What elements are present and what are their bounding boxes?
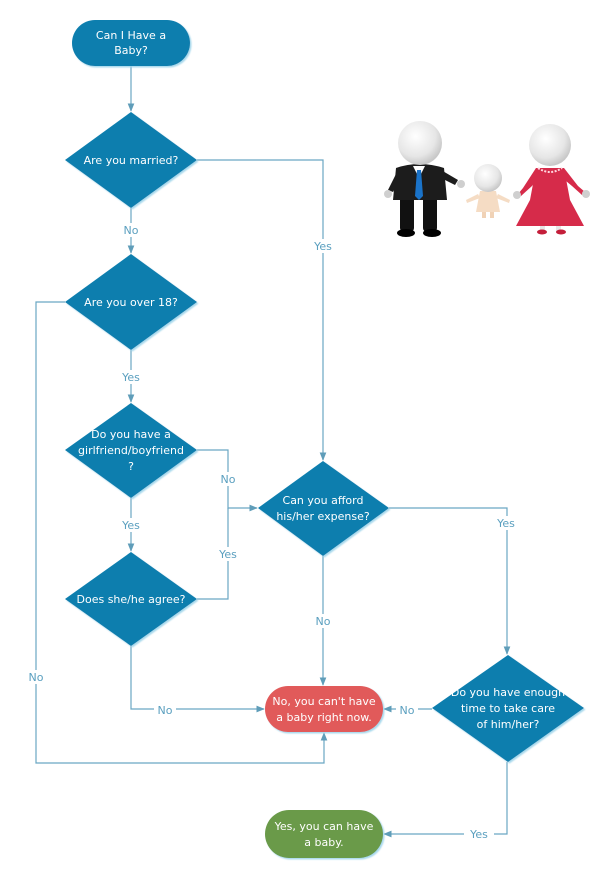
family-illustration — [384, 121, 590, 237]
svg-text:Are you over 18?: Are you over 18? — [84, 296, 178, 309]
decision-over18[interactable]: Are you over 18? — [65, 254, 197, 350]
mother-figure-icon — [513, 124, 590, 235]
edge-over18-noend — [35, 301, 328, 764]
edge-label-afford-yes: Yes — [491, 516, 521, 530]
edge-label-agree-yes: Yes — [213, 547, 243, 561]
father-figure-icon — [384, 121, 465, 237]
edge-label-time-yes: Yes — [464, 827, 494, 841]
svg-text:Yes: Yes — [469, 828, 488, 841]
svg-text:No: No — [29, 671, 44, 684]
svg-text:Are you married?: Are you married? — [84, 154, 179, 167]
svg-text:Yes: Yes — [496, 517, 515, 530]
svg-text:No: No — [124, 224, 139, 237]
decision-married[interactable]: Are you married? — [65, 112, 197, 208]
edge-agree-afford — [197, 508, 229, 600]
edge-label-partner-yes: Yes — [116, 518, 146, 532]
edge-label-partner-no: No — [217, 472, 239, 486]
edges-layer — [35, 66, 511, 838]
edge-label-over18-yes: Yes — [116, 370, 146, 384]
edge-time-yesend — [383, 762, 508, 838]
svg-text:No: No — [316, 615, 331, 628]
svg-text:Yes: Yes — [121, 519, 140, 532]
svg-text:No: No — [400, 704, 415, 717]
edge-label-afford-no: No — [312, 614, 334, 628]
svg-text:Does she/he agree?: Does she/he agree? — [77, 593, 186, 606]
edge-label-agree-no: No — [154, 703, 176, 717]
edge-label-over18-no: No — [25, 670, 47, 684]
svg-text:No: No — [158, 704, 173, 717]
child-figure-icon — [466, 164, 510, 218]
svg-text:Yes: Yes — [218, 548, 237, 561]
svg-text:No: No — [221, 473, 236, 486]
edge-label-time-no: No — [396, 703, 418, 717]
edge-afford-time — [389, 507, 511, 655]
edge-married-afford — [197, 159, 327, 461]
edge-label-married-yes: Yes — [309, 239, 337, 253]
svg-text:Yes: Yes — [313, 240, 332, 253]
edge-labels-layer: No Yes Yes No Yes No Yes No — [25, 223, 521, 841]
edge-label-married-no: No — [120, 223, 142, 237]
svg-text:Yes: Yes — [121, 371, 140, 384]
decision-agree[interactable]: Does she/he agree? — [65, 552, 197, 646]
edge-agree-noend — [130, 646, 265, 713]
